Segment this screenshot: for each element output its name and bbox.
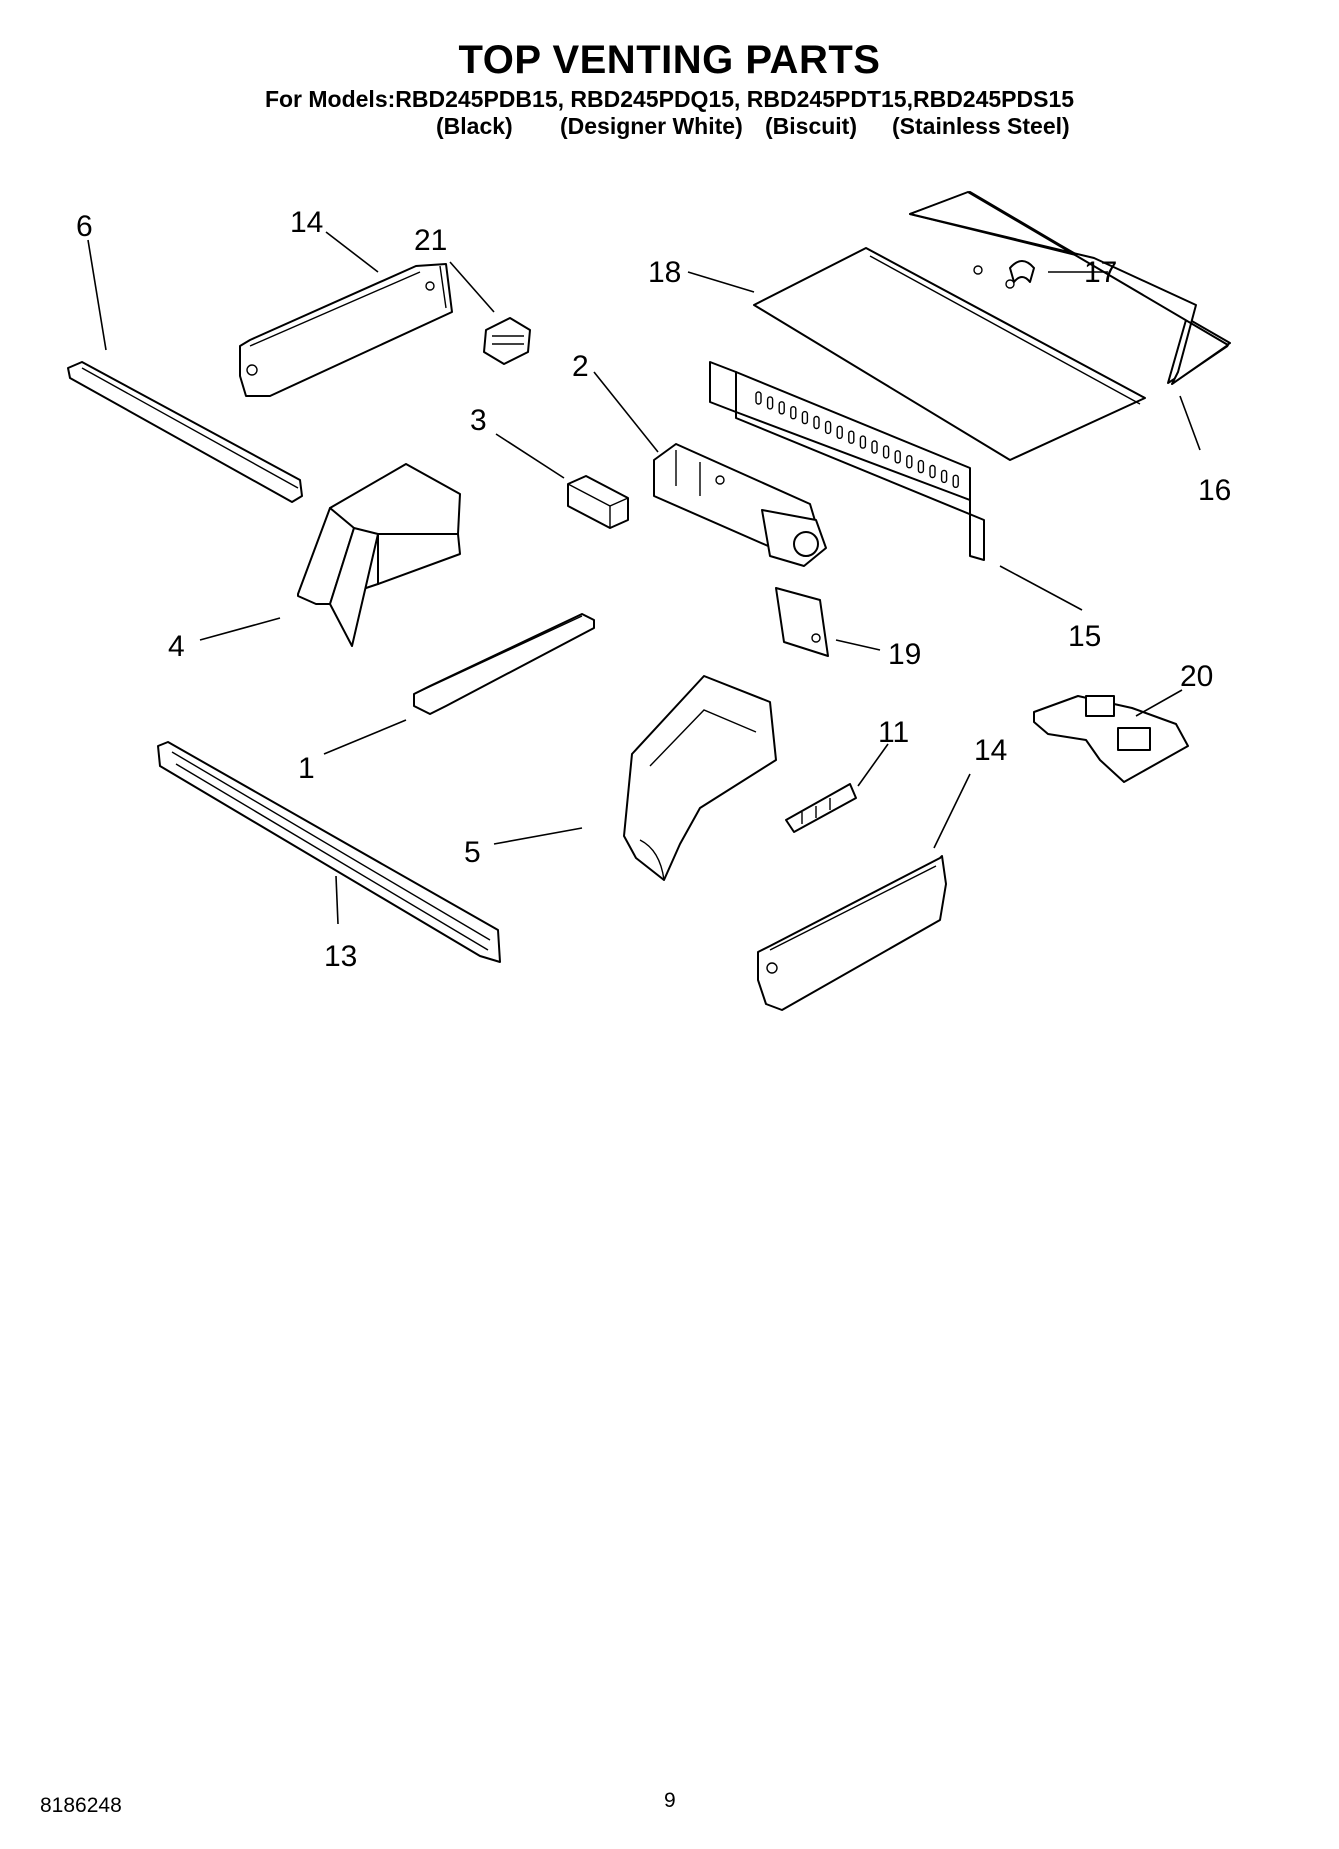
callout-16: 16 <box>1198 474 1231 507</box>
vent-slot <box>778 401 785 415</box>
callout-2: 2 <box>572 350 589 383</box>
part-14-lower-bracket <box>757 855 947 1011</box>
vent-slot <box>940 469 948 484</box>
part-6-rail <box>67 361 303 503</box>
vent-slot <box>848 430 855 444</box>
part-21-connector <box>483 317 531 365</box>
part-4-duct <box>297 463 461 647</box>
callout-11: 11 <box>878 716 909 749</box>
callout-18: 18 <box>648 256 681 289</box>
callout-4: 4 <box>168 630 185 663</box>
vent-slot <box>801 410 809 425</box>
part-17-clip <box>1009 260 1035 283</box>
callout-5: 5 <box>464 836 481 869</box>
callout-21: 21 <box>414 224 447 257</box>
part-19-pad <box>775 587 829 657</box>
vent-slot <box>766 396 774 410</box>
page-title: TOP VENTING PARTS <box>458 38 881 82</box>
vent-slot <box>917 459 925 474</box>
vent-slot <box>871 440 878 454</box>
vent-slot <box>894 450 901 464</box>
part-18-vent-sheet <box>753 247 1146 461</box>
callout-13: 13 <box>324 940 357 973</box>
vent-slot <box>882 445 890 459</box>
vent-slot <box>813 415 820 430</box>
leader-lines <box>87 231 1201 925</box>
callout-6: 6 <box>76 210 93 243</box>
variant-stainless-steel: (Stainless Steel) <box>892 113 1070 139</box>
vent-slot <box>824 420 832 435</box>
part-16-top-cover <box>909 191 1231 385</box>
callout-14-upper: 14 <box>290 206 323 239</box>
callout-labels: 6 14 21 18 17 16 2 3 4 15 19 20 1 11 14 … <box>76 206 1231 973</box>
part-20-switch-bracket <box>1033 695 1189 783</box>
callout-19: 19 <box>888 638 921 671</box>
callout-14-lower: 14 <box>974 734 1007 767</box>
part-3-insulation-block <box>567 475 629 529</box>
part-14-upper-bracket <box>239 263 453 397</box>
part-11-terminal-block <box>785 783 857 833</box>
vent-slot <box>836 425 843 439</box>
vent-slot <box>929 464 936 479</box>
part-15-vent-channel <box>709 361 985 561</box>
variant-biscuit: (Biscuit) <box>765 113 857 139</box>
vent-slot <box>790 406 797 420</box>
vent-slot <box>906 455 913 469</box>
variant-designer-white: (Designer White) <box>560 113 743 139</box>
part-13-long-rail <box>157 741 501 963</box>
vent-slot <box>755 391 762 405</box>
models-line: For Models:RBD245PDB15, RBD245PDQ15, RBD… <box>264 86 1075 112</box>
page-number: 9 <box>664 1789 676 1812</box>
vent-slot <box>952 474 959 488</box>
callout-20: 20 <box>1180 660 1213 693</box>
vent-slot <box>859 435 867 449</box>
callout-3: 3 <box>470 404 487 437</box>
part-1-strip <box>413 613 595 715</box>
callout-1: 1 <box>298 752 315 785</box>
callout-15: 15 <box>1068 620 1101 653</box>
document-number: 8186248 <box>40 1794 122 1817</box>
callout-17: 17 <box>1084 256 1117 289</box>
part-5-duct-shield <box>623 675 777 881</box>
part-2-damper-assembly <box>653 443 827 567</box>
variant-black: (Black) <box>436 113 513 139</box>
